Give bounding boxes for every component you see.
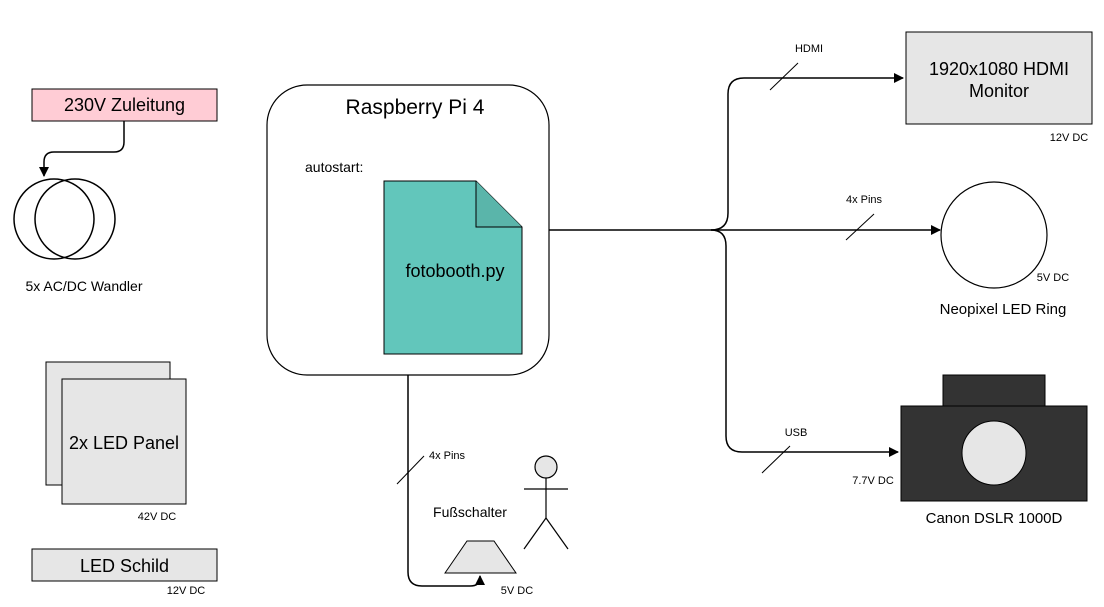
neopixel-voltage: 5V DC: [1037, 272, 1069, 284]
monitor-voltage: 12V DC: [1050, 132, 1089, 144]
monitor-label-line2: Monitor: [969, 81, 1029, 101]
usb-connection: [710, 229, 899, 457]
footswitch-conn-label: 4x Pins: [429, 450, 466, 462]
usb-bus-mark: [761, 445, 791, 474]
hdmi-bus-mark: [769, 62, 799, 91]
ac-dc-converter-icon: [13, 178, 116, 260]
power-supply-box: [31, 88, 218, 122]
footswitch-voltage: 5V DC: [501, 585, 533, 597]
camera-top: [942, 374, 1046, 408]
hdmi-conn-label: HDMI: [795, 43, 823, 55]
led-panel-front: [61, 378, 187, 505]
user-figure-icon: [523, 455, 569, 550]
footswitch-connection: [407, 375, 485, 587]
file-fold-icon: [475, 181, 522, 228]
led-panel-voltage: 42V DC: [138, 511, 177, 523]
camera-lens-icon: [961, 420, 1027, 486]
camera-voltage: 7.7V DC: [852, 475, 894, 487]
usb-conn-label: USB: [785, 427, 808, 439]
led-panel-label: 2x LED Panel: [69, 433, 179, 453]
supply-to-converter-arrow: [39, 121, 125, 177]
script-file-name: fotobooth.py: [405, 261, 504, 281]
neopixel-ring-icon: [940, 181, 1048, 289]
raspberry-pi-title: Raspberry Pi 4: [346, 96, 485, 119]
power-supply-label: 230V Zuleitung: [64, 95, 185, 115]
footswitch-bus-mark: [396, 455, 425, 485]
monitor-label-line1: 1920x1080 HDMI: [929, 59, 1069, 79]
neopixel-label: Neopixel LED Ring: [940, 301, 1067, 318]
monitor-box: [905, 31, 1093, 125]
hdmi-connection: [710, 73, 904, 231]
converter-label: 5x AC/DC Wandler: [26, 278, 143, 294]
neopixel-conn-label: 4x Pins: [846, 194, 883, 206]
led-sign-voltage: 12V DC: [167, 585, 206, 597]
led-sign-box: [31, 548, 218, 582]
neopixel-bus-mark: [845, 213, 875, 241]
camera-label: Canon DSLR 1000D: [926, 510, 1063, 527]
footswitch-icon: [444, 540, 517, 574]
footswitch-label: Fußschalter: [433, 504, 507, 520]
autostart-label: autostart:: [305, 159, 363, 175]
led-sign-label: LED Schild: [80, 556, 169, 576]
